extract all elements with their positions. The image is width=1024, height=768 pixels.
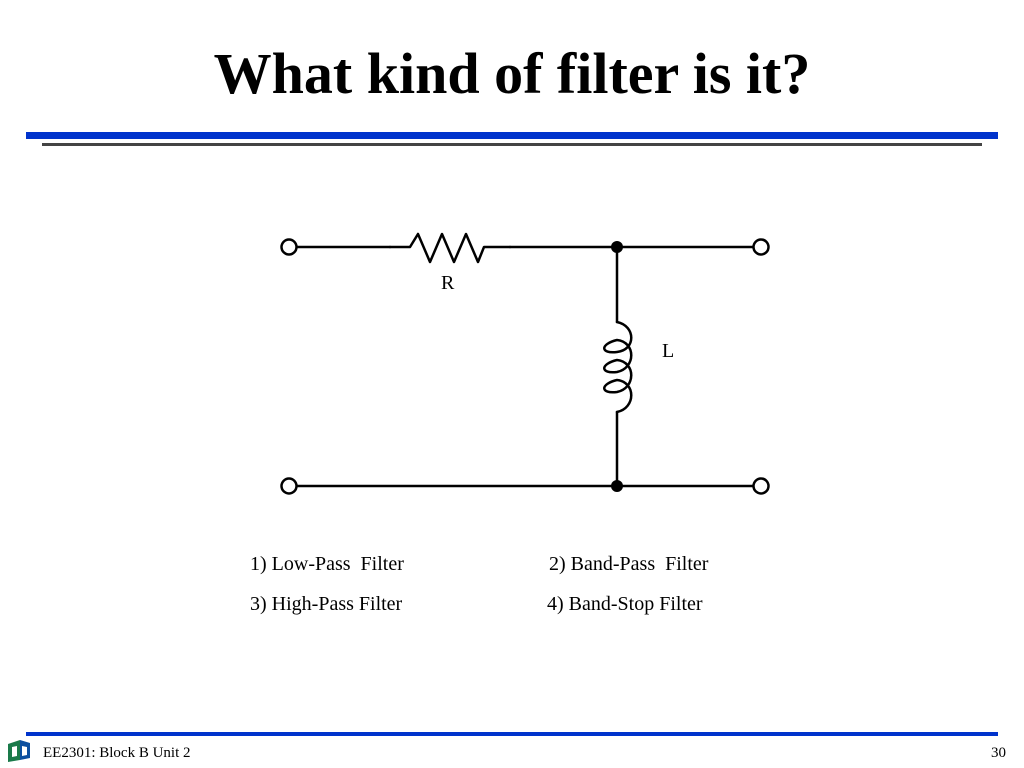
input-terminal-top [280,238,298,256]
inductor-symbol [603,320,633,414]
resistor-symbol [388,232,512,264]
footer-rule-blue [26,732,998,736]
junction-node-top [611,241,623,253]
option-band-stop: 4) Band-Stop Filter [547,593,703,615]
option-band-pass: 2) Band-Pass Filter [549,553,709,575]
resistor-label: R [441,272,455,294]
title-underline-gray [42,143,982,146]
junction-node-bottom [611,480,623,492]
page-number: 30 [991,745,1006,761]
output-terminal-bottom [752,477,770,495]
output-terminal-top [752,238,770,256]
inductor-label: L [662,340,674,362]
slide-title: What kind of filter is it? [213,41,811,106]
option-low-pass: 1) Low-Pass Filter [250,553,404,575]
university-logo-icon [8,740,30,762]
title-underline-blue [26,132,998,139]
footer-course-label: EE2301: Block B Unit 2 [43,745,191,761]
option-high-pass: 3) High-Pass Filter [250,593,403,615]
input-terminal-bottom [280,477,298,495]
